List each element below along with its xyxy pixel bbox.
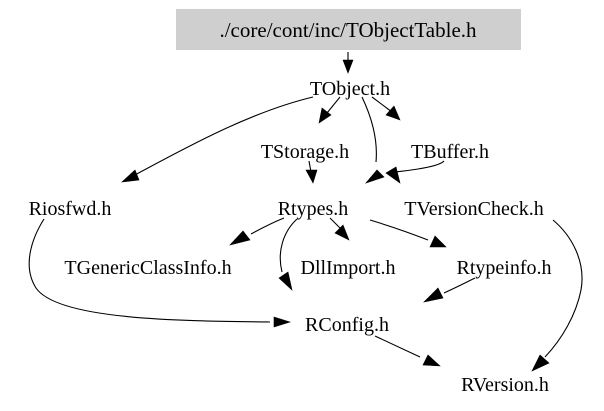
root-node-label: ./core/cont/inc/TObjectTable.h: [219, 18, 477, 42]
edge-rtypes-to-tgenericclassinfo: [229, 217, 285, 246]
edge-rtypes-to-rconfig: [278, 218, 298, 291]
node-rconfig[interactable]: RConfig.h: [305, 314, 389, 336]
edge-tobject-to-tstorage: [318, 96, 341, 124]
node-tversioncheck[interactable]: TVersionCheck.h: [404, 198, 543, 220]
node-rtypeinfo[interactable]: Rtypeinfo.h: [457, 257, 552, 279]
edge-rconfig-to-rversion: [374, 335, 441, 367]
root-node[interactable]: ./core/cont/inc/TObjectTable.h: [176, 9, 521, 50]
edge-tbuffer-to-tversioncheck: [385, 160, 445, 184]
edge-tstorage-to-rtypes: [305, 160, 318, 184]
edge-rtypes-to-rtypeinfo: [369, 219, 447, 248]
edge-riosfwd-to-rconfig: [28, 218, 292, 328]
node-tstorage[interactable]: TStorage.h: [261, 141, 349, 163]
node-tobject[interactable]: TObject.h: [310, 78, 390, 100]
edge-tobject-to-riosfwd: [121, 96, 314, 183]
edge-rtypeinfo-to-rconfig: [423, 277, 476, 303]
node-tgenericclassinfo[interactable]: TGenericClassInfo.h: [64, 257, 231, 279]
edge-root-to-tobject: [342, 52, 354, 74]
node-rtypes[interactable]: Rtypes.h: [278, 198, 349, 220]
edge-rtypes-to-dllimport: [329, 217, 350, 241]
node-rversion[interactable]: RVersion.h: [461, 374, 549, 396]
edge-tversioncheck-to-rversion: [531, 219, 583, 372]
root-node-box: [176, 9, 521, 50]
node-tbuffer[interactable]: TBuffer.h: [411, 141, 489, 163]
edge-tobject-to-rtypes: [361, 96, 385, 184]
node-riosfwd[interactable]: Riosfwd.h: [29, 198, 112, 220]
edge-tobject-to-tbuffer: [371, 96, 401, 121]
node-dllimport[interactable]: DllImport.h: [301, 257, 396, 279]
